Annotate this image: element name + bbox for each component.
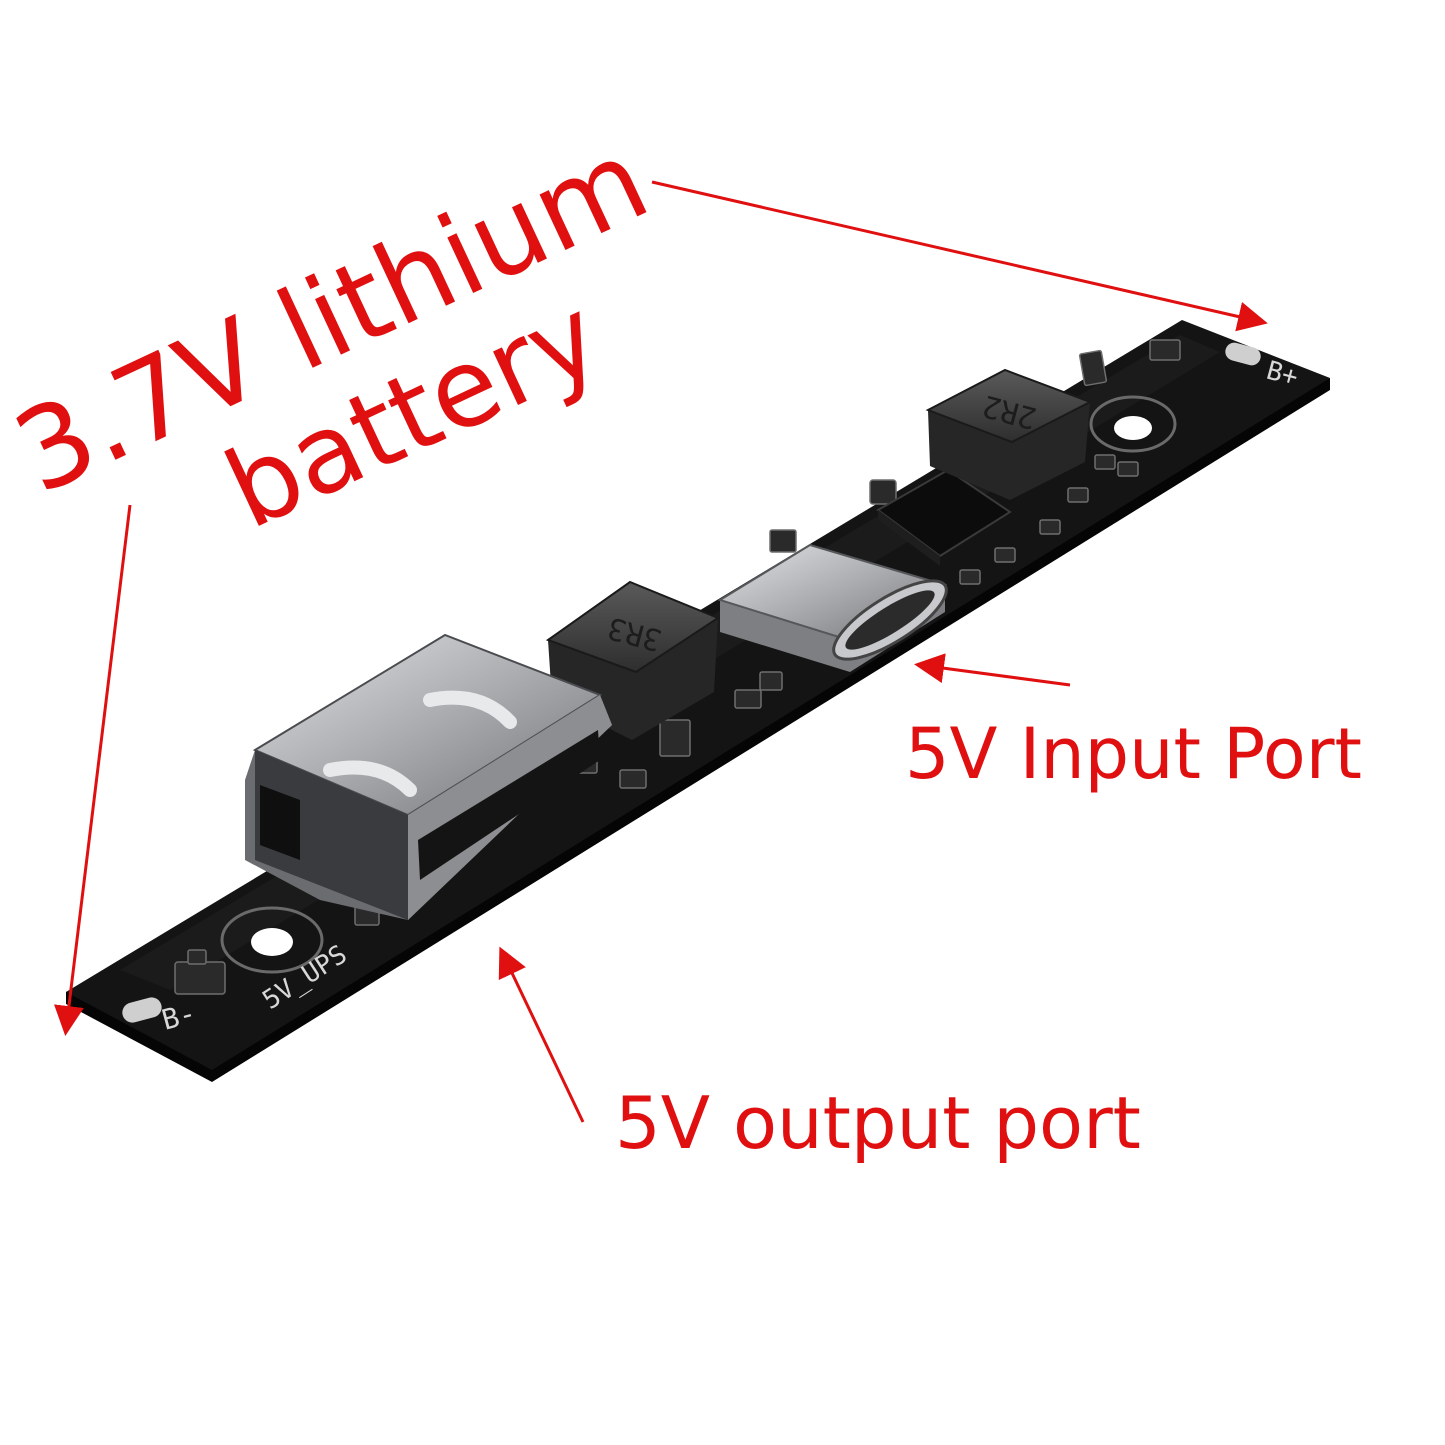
input-port-label: 5V Input Port [905,713,1362,795]
arrow-to-b-minus [54,504,132,1036]
arrow-to-output-port [498,946,585,1123]
smd-components [174,339,1181,995]
mounting-hole-left [220,906,324,974]
output-port-label: 5V output port [615,1081,1141,1165]
usb-a-connector [245,633,612,920]
ic-chip [876,468,1012,566]
usb-c-connector [717,543,948,672]
arrow-to-b-plus [651,180,1268,332]
arrow-to-input-port [914,653,1071,687]
annotation-arrows [54,180,1268,1123]
inductor-2r2: 2R2 [925,368,1093,500]
mounting-hole-right [1089,395,1177,453]
battery-positive-pad: B+ [1225,342,1301,393]
